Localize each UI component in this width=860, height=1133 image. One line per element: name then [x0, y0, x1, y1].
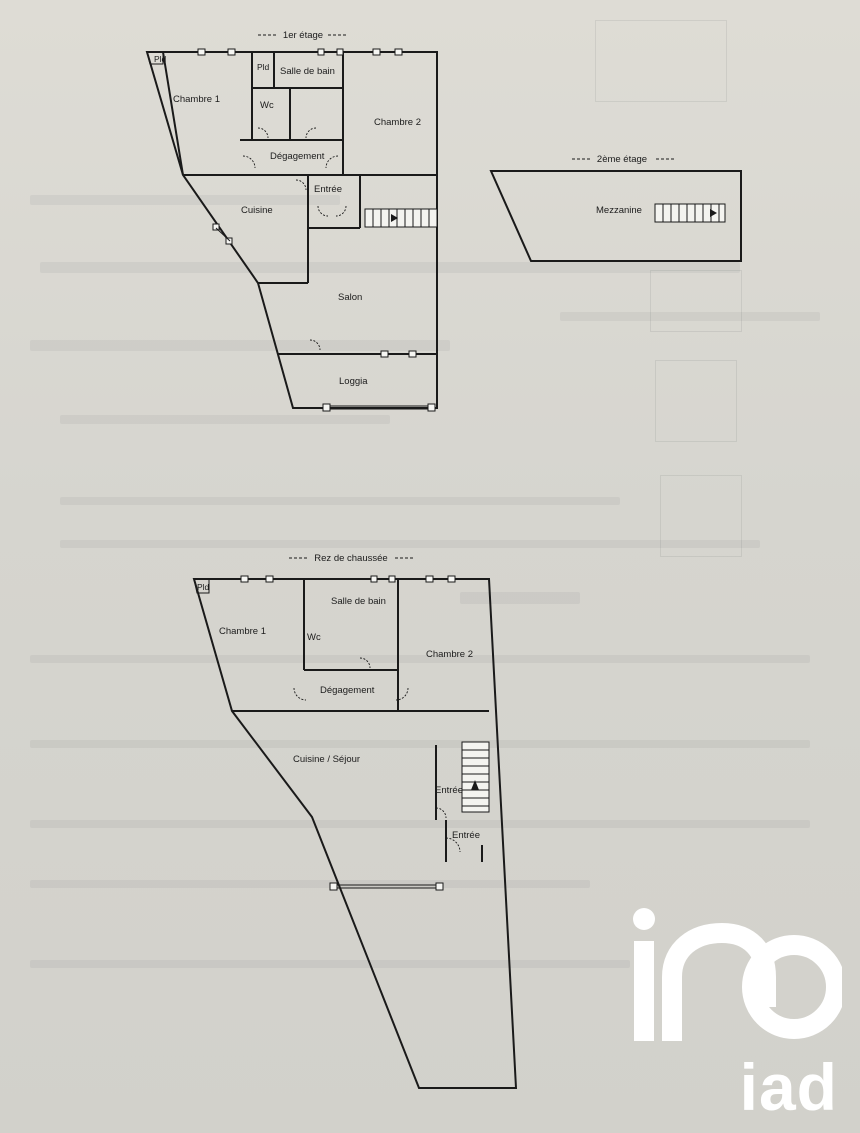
ground-floor-salle-de-bain: Salle de bain [331, 596, 386, 607]
first-floor-salon: Salon [338, 292, 362, 303]
iad-logo-icon [633, 908, 842, 1041]
ground-stair-arrow-icon [471, 780, 479, 790]
stair-arrow-icon [391, 214, 398, 222]
first-floor-chambre2: Chambre 2 [374, 117, 421, 128]
first-floor-chambre1: Chambre 1 [173, 94, 220, 105]
ground-floor-pld: Pld [197, 582, 210, 592]
first-floor-plan: 1er étage [145, 30, 438, 412]
ground-floor-entree-upper: Entrée [435, 785, 463, 796]
ground-floor-degagement: Dégagement [320, 685, 375, 696]
first-floor-stair-steps [372, 209, 430, 227]
first-floor-salle-de-bain: Salle de bain [280, 66, 335, 77]
first-floor-title: 1er étage [283, 30, 323, 41]
ground-floor-plan: Rez de chaussée [192, 553, 518, 1089]
ground-floor-chambre2: Chambre 2 [426, 649, 473, 660]
ground-floor-chambre1: Chambre 1 [219, 626, 266, 637]
second-floor-plan: 2ème étage Mezzanine [489, 154, 742, 262]
iad-logo-text: iad [739, 1050, 838, 1124]
first-floor-loggia: Loggia [339, 376, 368, 387]
ground-floor-stair-steps [462, 749, 489, 807]
second-floor-stair-steps [662, 204, 720, 222]
ground-floor-wc: Wc [307, 632, 321, 643]
first-floor-cuisine: Cuisine [241, 205, 273, 216]
first-floor-degagement: Dégagement [270, 151, 325, 162]
ground-floor-cuisine-sejour: Cuisine / Séjour [293, 754, 360, 765]
first-floor-pld-corner: Pld [154, 54, 167, 64]
second-floor-title: 2ème étage [597, 154, 647, 165]
ground-floor-title: Rez de chaussée [314, 553, 387, 564]
first-floor-pld: Pld [257, 62, 270, 72]
second-floor-mezzanine: Mezzanine [596, 205, 642, 216]
first-floor-wc: Wc [260, 100, 274, 111]
first-floor-entree: Entrée [314, 184, 342, 195]
mezzanine-stair-arrow-icon [710, 209, 717, 217]
ground-floor-entree-lower: Entrée [452, 830, 480, 841]
